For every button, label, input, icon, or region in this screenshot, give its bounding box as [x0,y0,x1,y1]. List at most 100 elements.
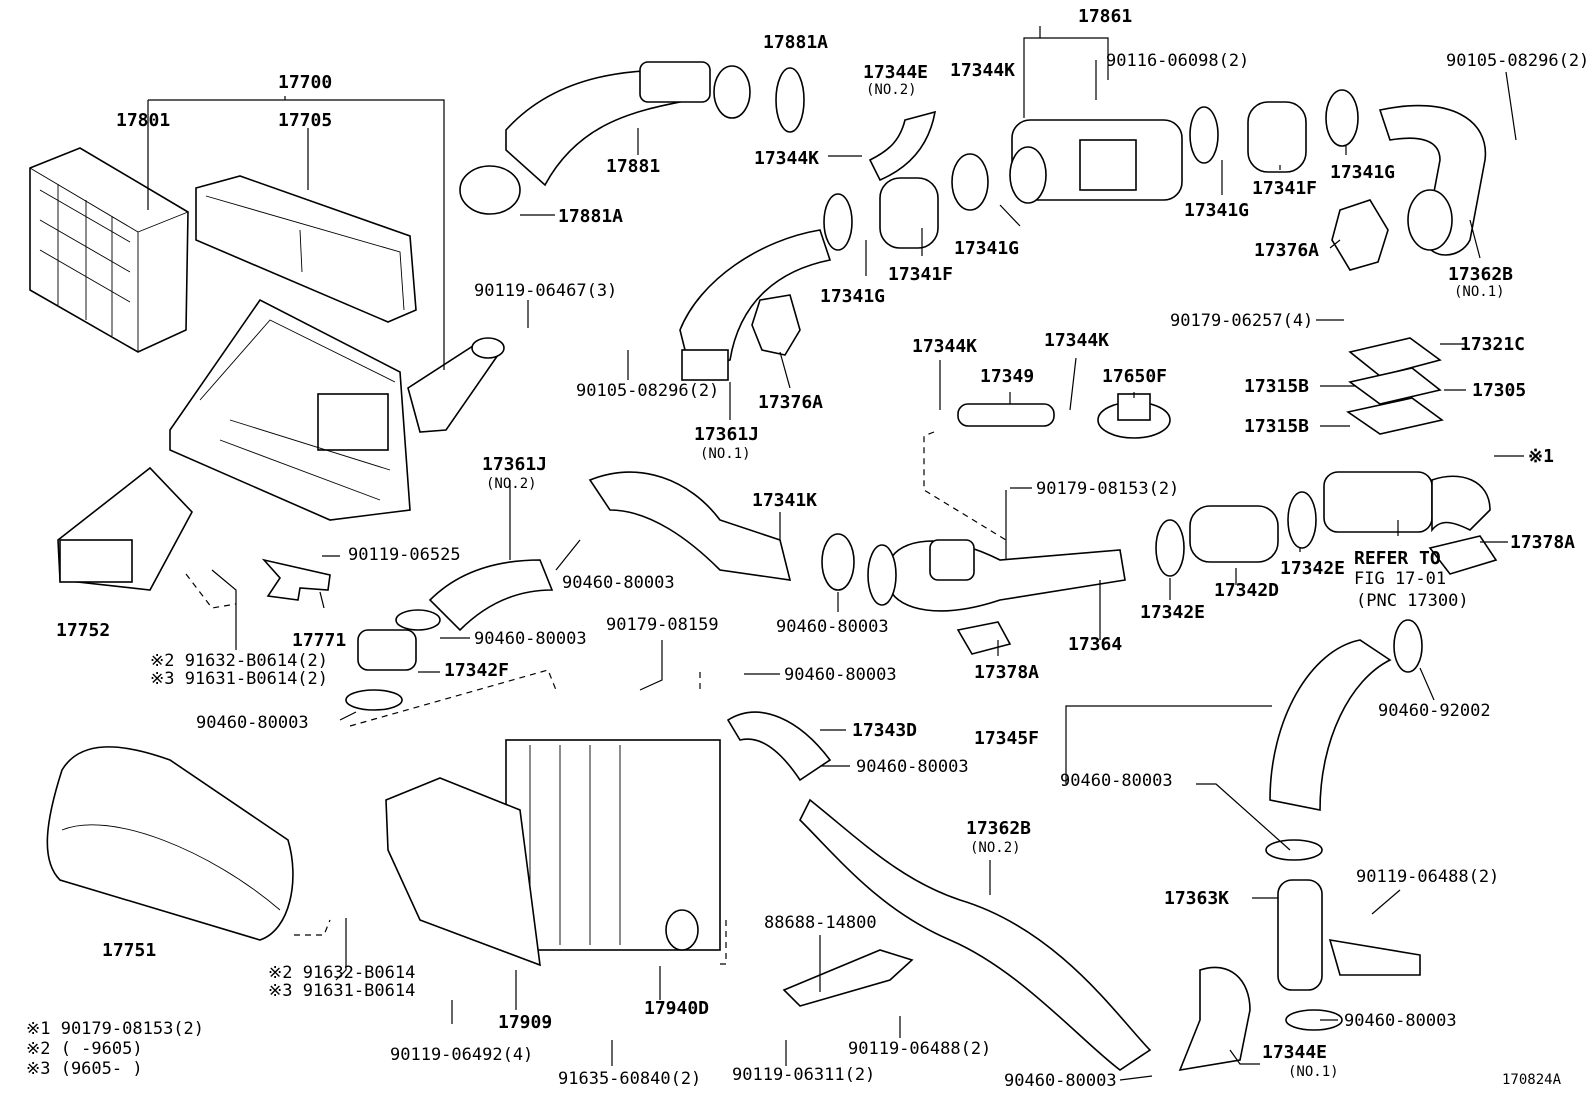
label-17362B-low-sub: (NO.2) [970,840,1021,856]
label-17344K-top: 17344K [950,60,1015,81]
ring-gaskets [823,89,1359,251]
label-17378A-right: 17378A [1510,532,1575,553]
label-90460-h: 90460-80003 [1344,1011,1457,1031]
part-labels: 17861 17881A 17700 17705 17801 17344E (N… [56,6,1589,1091]
label-17315B-b: 17315B [1244,416,1309,437]
label-90179-08153: 90179-08153(2) [1036,479,1179,499]
label-90119-06488-mid: 90119-06488(2) [848,1039,991,1059]
label-17341F-top: 17341F [888,264,953,285]
label-17364: 17364 [1068,634,1122,655]
air-filter-element [29,147,189,353]
label-17341G-b: 17341G [954,238,1019,259]
label-90460-f: 90460-80003 [856,757,969,777]
label-17341G-c: 17341G [1184,200,1249,221]
label-17361J-low-sub: (NO.2) [486,476,537,492]
intercooler-duct [385,777,541,967]
label-ref1: ※1 [1528,446,1554,467]
intake-hose [505,61,751,187]
label-17650F: 17650F [1102,366,1167,387]
gasket [1428,535,1498,575]
bracket [261,558,331,601]
air-intake-duct-large [46,746,294,941]
label-90460-i: 90460-80003 [1004,1071,1117,1091]
label-90119-06467: 90119-06467(3) [474,281,617,301]
hose-d [726,711,832,782]
legend: ※1 90179-08153(2) ※2 ( -9605) ※3 (9605- … [26,1019,204,1079]
label-17378A-mid: 17378A [974,662,1039,683]
label-17751: 17751 [102,940,156,961]
label-17376A-right: 17376A [1254,240,1319,261]
label-17342E-left: 17342E [1140,602,1205,623]
legend-note-3: ※3 (9605- ) [26,1059,143,1079]
vacuum-hose [957,403,1055,427]
label-17344E-top-sub: (NO.2) [866,82,917,98]
label-17345F: 17345F [974,728,1039,749]
label-17344E-top: 17344E [863,62,928,83]
label-refer-fig: FIG 17-01 [1354,569,1446,589]
label-17362B-low: 17362B [966,818,1031,839]
large-elbow-hose [1269,639,1392,811]
label-90460-b: 90460-80003 [776,617,889,637]
straight-hose [1189,505,1279,563]
label-17363K: 17363K [1164,888,1229,909]
label-17361J-top-sub: (NO.1) [700,446,751,462]
label-17349: 17349 [980,366,1034,387]
throttle-body [1009,119,1183,204]
label-refer-pnc: (PNC 17300) [1356,591,1469,611]
label-91635: 91635-60840(2) [558,1069,701,1089]
label-17881A-low: 17881A [558,206,623,227]
gasket [956,621,1012,655]
air-cleaner-case [169,298,505,521]
label-17801: 17801 [116,110,170,131]
gasket [751,294,801,356]
leader-lines [147,26,1524,1081]
label-17344E-low-sub: (NO.1) [1288,1064,1339,1080]
air-duct-small [57,466,193,591]
label-91631-a: ※3 91631-B0614(2) [150,669,328,689]
bracket [1328,939,1421,976]
figure-id: 170824A [1502,1072,1562,1088]
label-17881A-top: 17881A [763,32,828,53]
label-90105-top: 90105-08296(2) [1446,51,1589,71]
label-17344K-right: 17344K [1044,330,1109,351]
label-17342F: 17342F [444,660,509,681]
label-90119-06525: 90119-06525 [348,545,461,565]
label-90179-08159: 90179-08159 [606,615,719,635]
label-90460-d: 90460-80003 [196,713,309,733]
intake-connector [1323,471,1491,533]
label-90460-c: 90460-80003 [474,629,587,649]
label-17342E-right: 17342E [1280,558,1345,579]
gasket [1331,199,1389,271]
label-17341G-a: 17341G [820,286,885,307]
legend-note-1: ※1 90179-08153(2) [26,1019,204,1039]
small-hose [868,110,937,182]
hose-connector [1277,879,1323,991]
label-17362B-top: 17362B [1448,264,1513,285]
label-17909: 17909 [498,1012,552,1033]
label-17362B-top-sub: (NO.1) [1454,284,1505,300]
air-cleaner-cap [195,175,417,323]
air-pipe-no2 [345,559,554,711]
label-90119-06492: 90119-06492(4) [390,1045,533,1065]
label-90105-mid: 90105-08296(2) [576,381,719,401]
label-90460-a: 90460-80003 [562,573,675,593]
label-17361J-low: 17361J [482,454,547,475]
valve-cover-stack [1346,337,1444,435]
air-pipe-no2-long [799,798,1152,1071]
label-17321C: 17321C [1460,334,1525,355]
air-hose-k [588,471,792,581]
label-90460-g: 90460-80003 [1060,771,1173,791]
air-pipe-no1 [1378,104,1487,256]
label-17705: 17705 [278,110,332,131]
label-17341G-d: 17341G [1330,162,1395,183]
bracket [782,949,914,1007]
vsv-valve [1097,393,1171,439]
hose-clamp [459,165,521,215]
label-17940D: 17940D [644,998,709,1019]
label-17305: 17305 [1472,380,1526,401]
label-88688: 88688-14800 [764,913,877,933]
label-17315B-a: 17315B [1244,376,1309,397]
label-90116: 90116-06098(2) [1106,51,1249,71]
label-17342D: 17342D [1214,580,1279,601]
label-17700: 17700 [278,72,332,93]
